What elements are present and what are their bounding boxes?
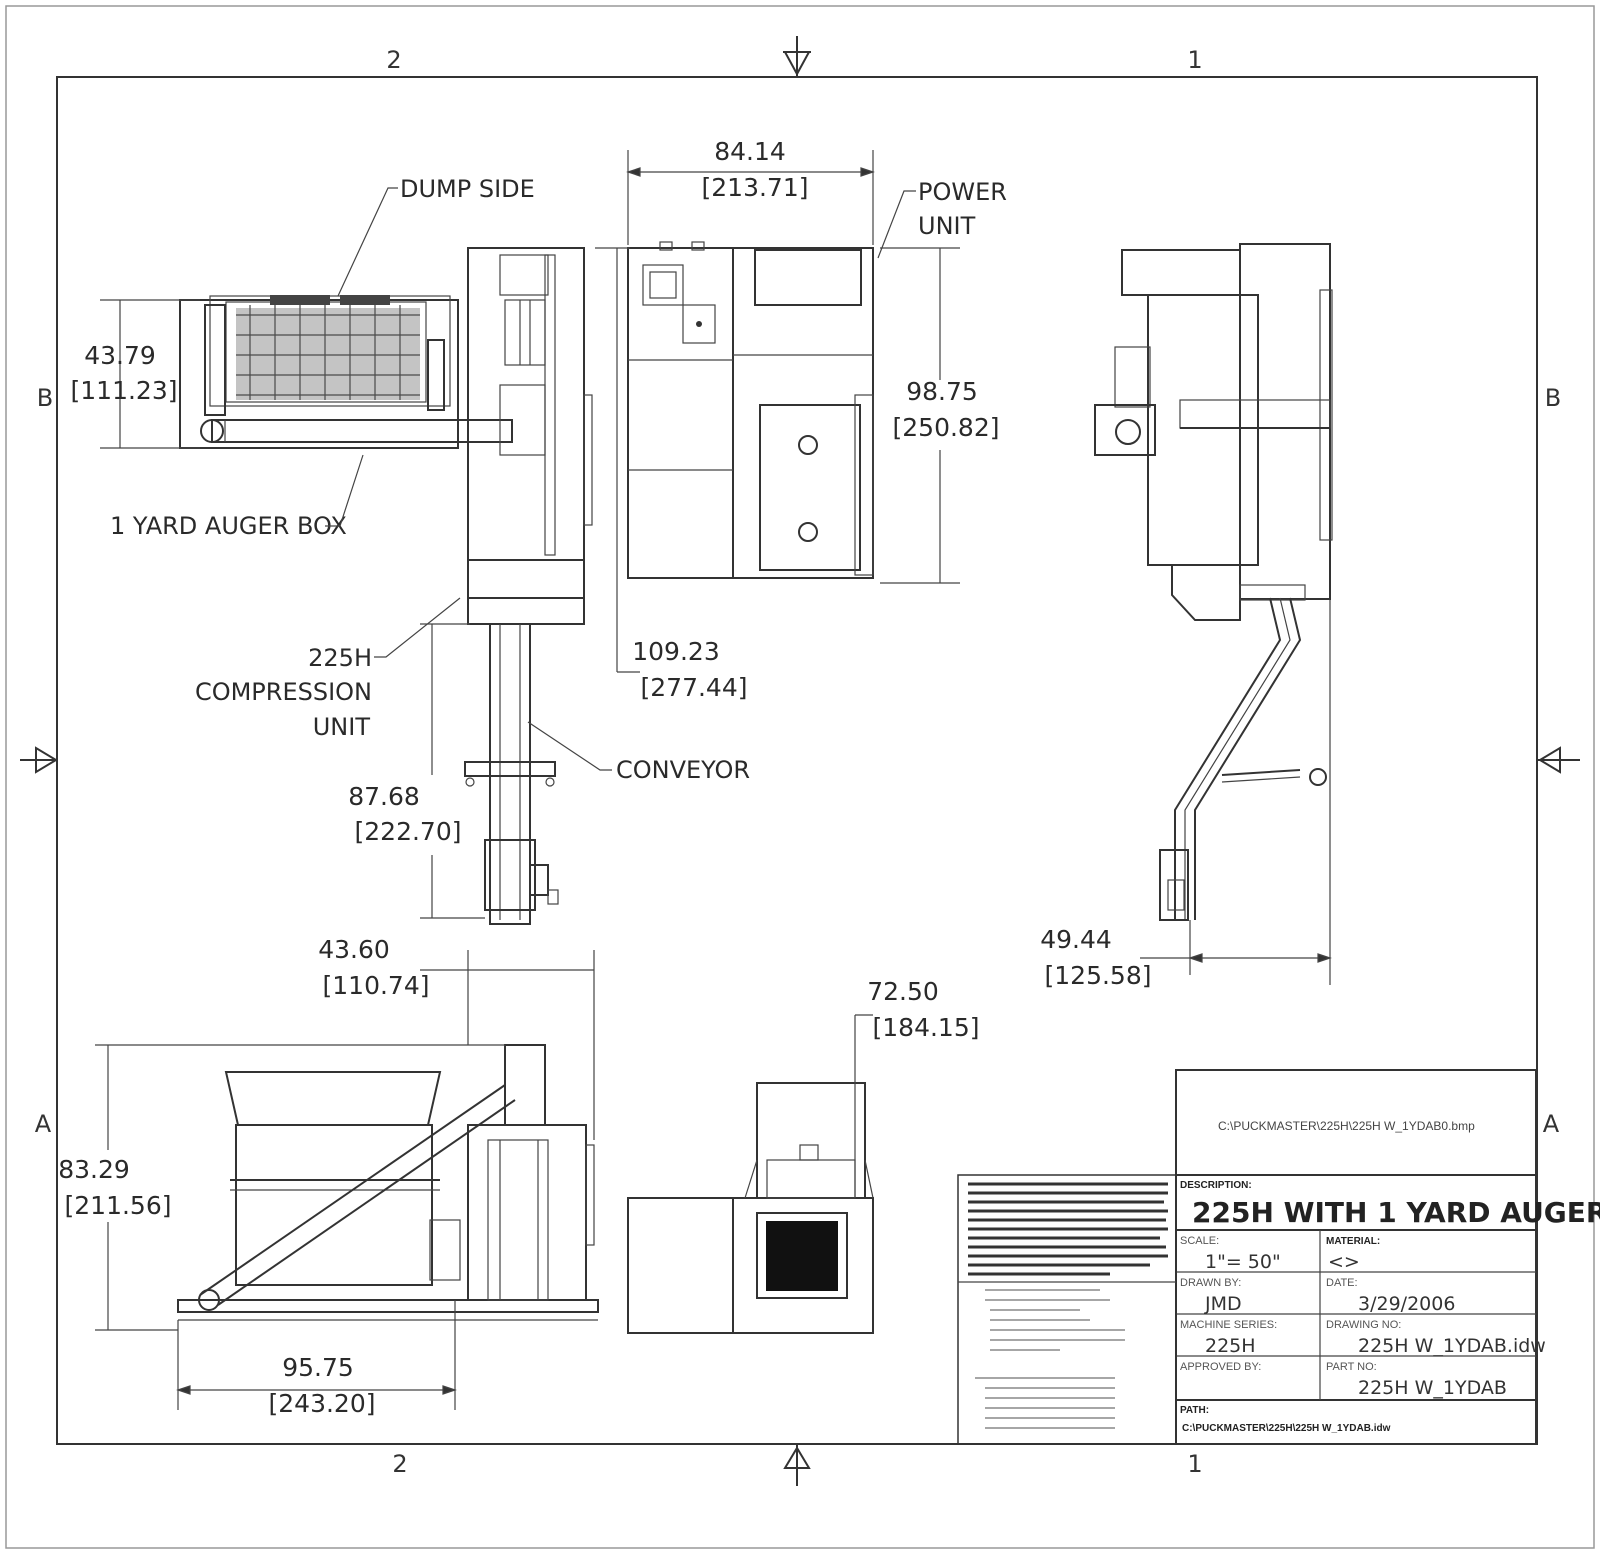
part-no-label: PART NO: — [1326, 1361, 1377, 1373]
dim-43-79-mm: [111.23] — [71, 376, 178, 405]
leader-dump-side — [337, 187, 398, 297]
top-view-power-unit — [627, 241, 874, 579]
dim-95-75-in: 95.75 — [282, 1353, 354, 1382]
label-dump-side: DUMP SIDE — [400, 175, 535, 203]
date-value: 3/29/2006 — [1358, 1293, 1455, 1315]
path-value: C:\PUCKMASTER\225H\225H W_1YDAB.idw — [1182, 1423, 1391, 1434]
material-label: MATERIAL: — [1326, 1236, 1380, 1247]
center-mark-right — [1537, 746, 1580, 774]
dim-49-44-mm: [125.58] — [1045, 961, 1152, 990]
dim-109-23-mm: [277.44] — [641, 673, 748, 702]
front-view-machine — [177, 1044, 599, 1321]
dim-87-68-mm: [222.70] — [355, 817, 462, 846]
top-view-compression-unit — [467, 247, 593, 625]
dim-72-50-mm: [184.15] — [873, 1013, 980, 1042]
machine-series-label: MACHINE SERIES: — [1180, 1319, 1277, 1331]
dim-98-75-in: 98.75 — [906, 377, 978, 406]
center-mark-left — [20, 746, 58, 774]
dim-95-75-mm: [243.20] — [269, 1389, 376, 1418]
zone-right-lower: A — [1543, 1110, 1560, 1138]
label-conveyor: CONVEYOR — [616, 756, 750, 784]
label-compression-line1: 225H — [308, 644, 372, 672]
power-unit-side-view — [627, 1082, 874, 1334]
dim-43-60-mm: [110.74] — [323, 971, 430, 1000]
zone-left-lower: A — [35, 1110, 52, 1138]
leader-compression — [374, 597, 461, 658]
label-power-unit-line2: UNIT — [918, 212, 976, 240]
zone-bottom-left: 2 — [392, 1450, 407, 1478]
zone-top-left: 2 — [386, 46, 401, 74]
top-view-conveyor — [464, 623, 559, 925]
drawing-no-value: 225H W_1YDAB.idw — [1358, 1335, 1546, 1357]
scale-label: SCALE: — [1180, 1235, 1219, 1247]
label-compression-line2: COMPRESSION — [195, 678, 372, 706]
zone-bottom-right: 1 — [1187, 1450, 1202, 1478]
drawn-by-label: DRAWN BY: — [1180, 1277, 1241, 1289]
leader-conveyor — [527, 721, 612, 771]
material-value: <> — [1328, 1251, 1360, 1273]
leader-power-unit — [877, 190, 916, 259]
dim-109-23-lines — [595, 247, 640, 673]
center-mark-bottom — [783, 1444, 811, 1486]
dim-49-44-in: 49.44 — [1040, 925, 1112, 954]
leader-auger-box — [325, 454, 364, 527]
dim-84-14-mm: [213.71] — [702, 173, 809, 202]
dim-43-60-in: 43.60 — [318, 935, 390, 964]
dim-43-79-lines — [100, 299, 200, 449]
dim-87-68-lines — [420, 623, 485, 919]
dim-72-50-in: 72.50 — [867, 977, 939, 1006]
dim-109-23-in: 109.23 — [632, 637, 719, 666]
scale-value: 1"= 50" — [1205, 1251, 1281, 1273]
dim-83-29-in: 83.29 — [58, 1155, 130, 1184]
label-auger-box: 1 YARD AUGER BOX — [110, 512, 347, 540]
confidentiality-notice-lines — [968, 1182, 1168, 1276]
label-compression-line3: UNIT — [313, 713, 371, 741]
dim-43-79-in: 43.79 — [84, 341, 156, 370]
dim-83-29-lines — [95, 1044, 505, 1331]
part-no-value: 225H W_1YDAB — [1358, 1377, 1507, 1399]
dim-72-50-lines — [854, 1014, 873, 1198]
general-notes-lines — [975, 1289, 1125, 1429]
drawn-by-value: JMD — [1204, 1293, 1242, 1315]
side-view-machine — [1094, 243, 1333, 921]
dim-49-44-lines — [1140, 600, 1332, 985]
center-mark-top — [783, 36, 811, 78]
drawing-no-label: DRAWING NO: — [1326, 1319, 1401, 1331]
zone-top-right: 1 — [1187, 46, 1202, 74]
dim-98-75-mm: [250.82] — [893, 413, 1000, 442]
top-view-auger-box — [179, 295, 513, 449]
dim-83-29-mm: [211.56] — [65, 1191, 172, 1220]
approved-by-label: APPROVED BY: — [1180, 1361, 1261, 1373]
dim-84-14-in: 84.14 — [714, 137, 786, 166]
date-label: DATE: — [1326, 1277, 1358, 1289]
dim-43-60-lines — [420, 950, 595, 1140]
machine-series-value: 225H — [1205, 1335, 1256, 1357]
description-label: DESCRIPTION: — [1180, 1180, 1252, 1191]
dim-87-68-in: 87.68 — [348, 782, 420, 811]
zone-right-upper: B — [1545, 384, 1561, 412]
title-block: C:\PUCKMASTER\225H\225H W_1YDAB0.bmp DES… — [957, 1069, 1600, 1445]
bmp-file-path: C:\PUCKMASTER\225H\225H W_1YDAB0.bmp — [1218, 1119, 1475, 1133]
path-label: PATH: — [1180, 1405, 1209, 1416]
dim-84-14-lines — [626, 150, 875, 245]
zone-left-upper: B — [37, 384, 53, 412]
outer-border — [5, 5, 1595, 1549]
dim-98-75-lines — [880, 247, 960, 584]
dim-95-75-lines — [176, 1300, 457, 1410]
label-power-unit-line1: POWER — [918, 178, 1007, 206]
drawing-description: 225H WITH 1 YARD AUGER BOX — [1192, 1196, 1600, 1229]
